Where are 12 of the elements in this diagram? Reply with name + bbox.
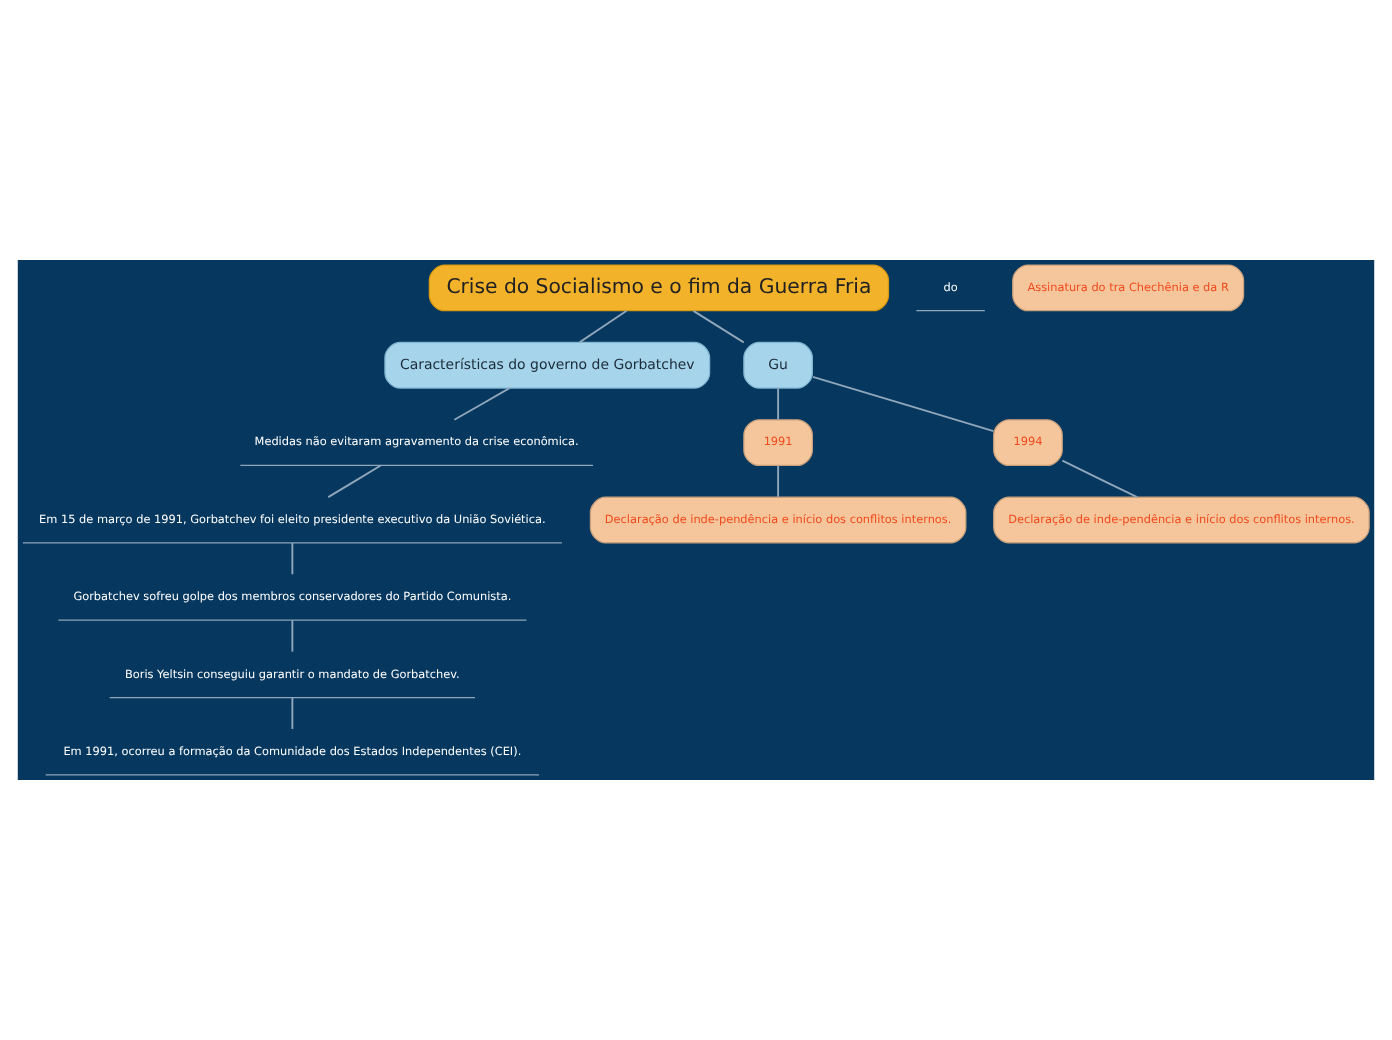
connector <box>777 387 780 421</box>
connector <box>578 309 628 344</box>
node-box: Crise do Socialismo e o fim da Guerra Fria <box>428 264 890 312</box>
connector <box>692 309 745 344</box>
connector <box>291 619 294 653</box>
connector <box>327 464 382 499</box>
connector <box>291 696 294 730</box>
connector <box>453 387 511 421</box>
connector <box>777 464 780 498</box>
connector <box>811 376 995 432</box>
connector <box>1061 459 1139 499</box>
connector <box>291 541 294 576</box>
